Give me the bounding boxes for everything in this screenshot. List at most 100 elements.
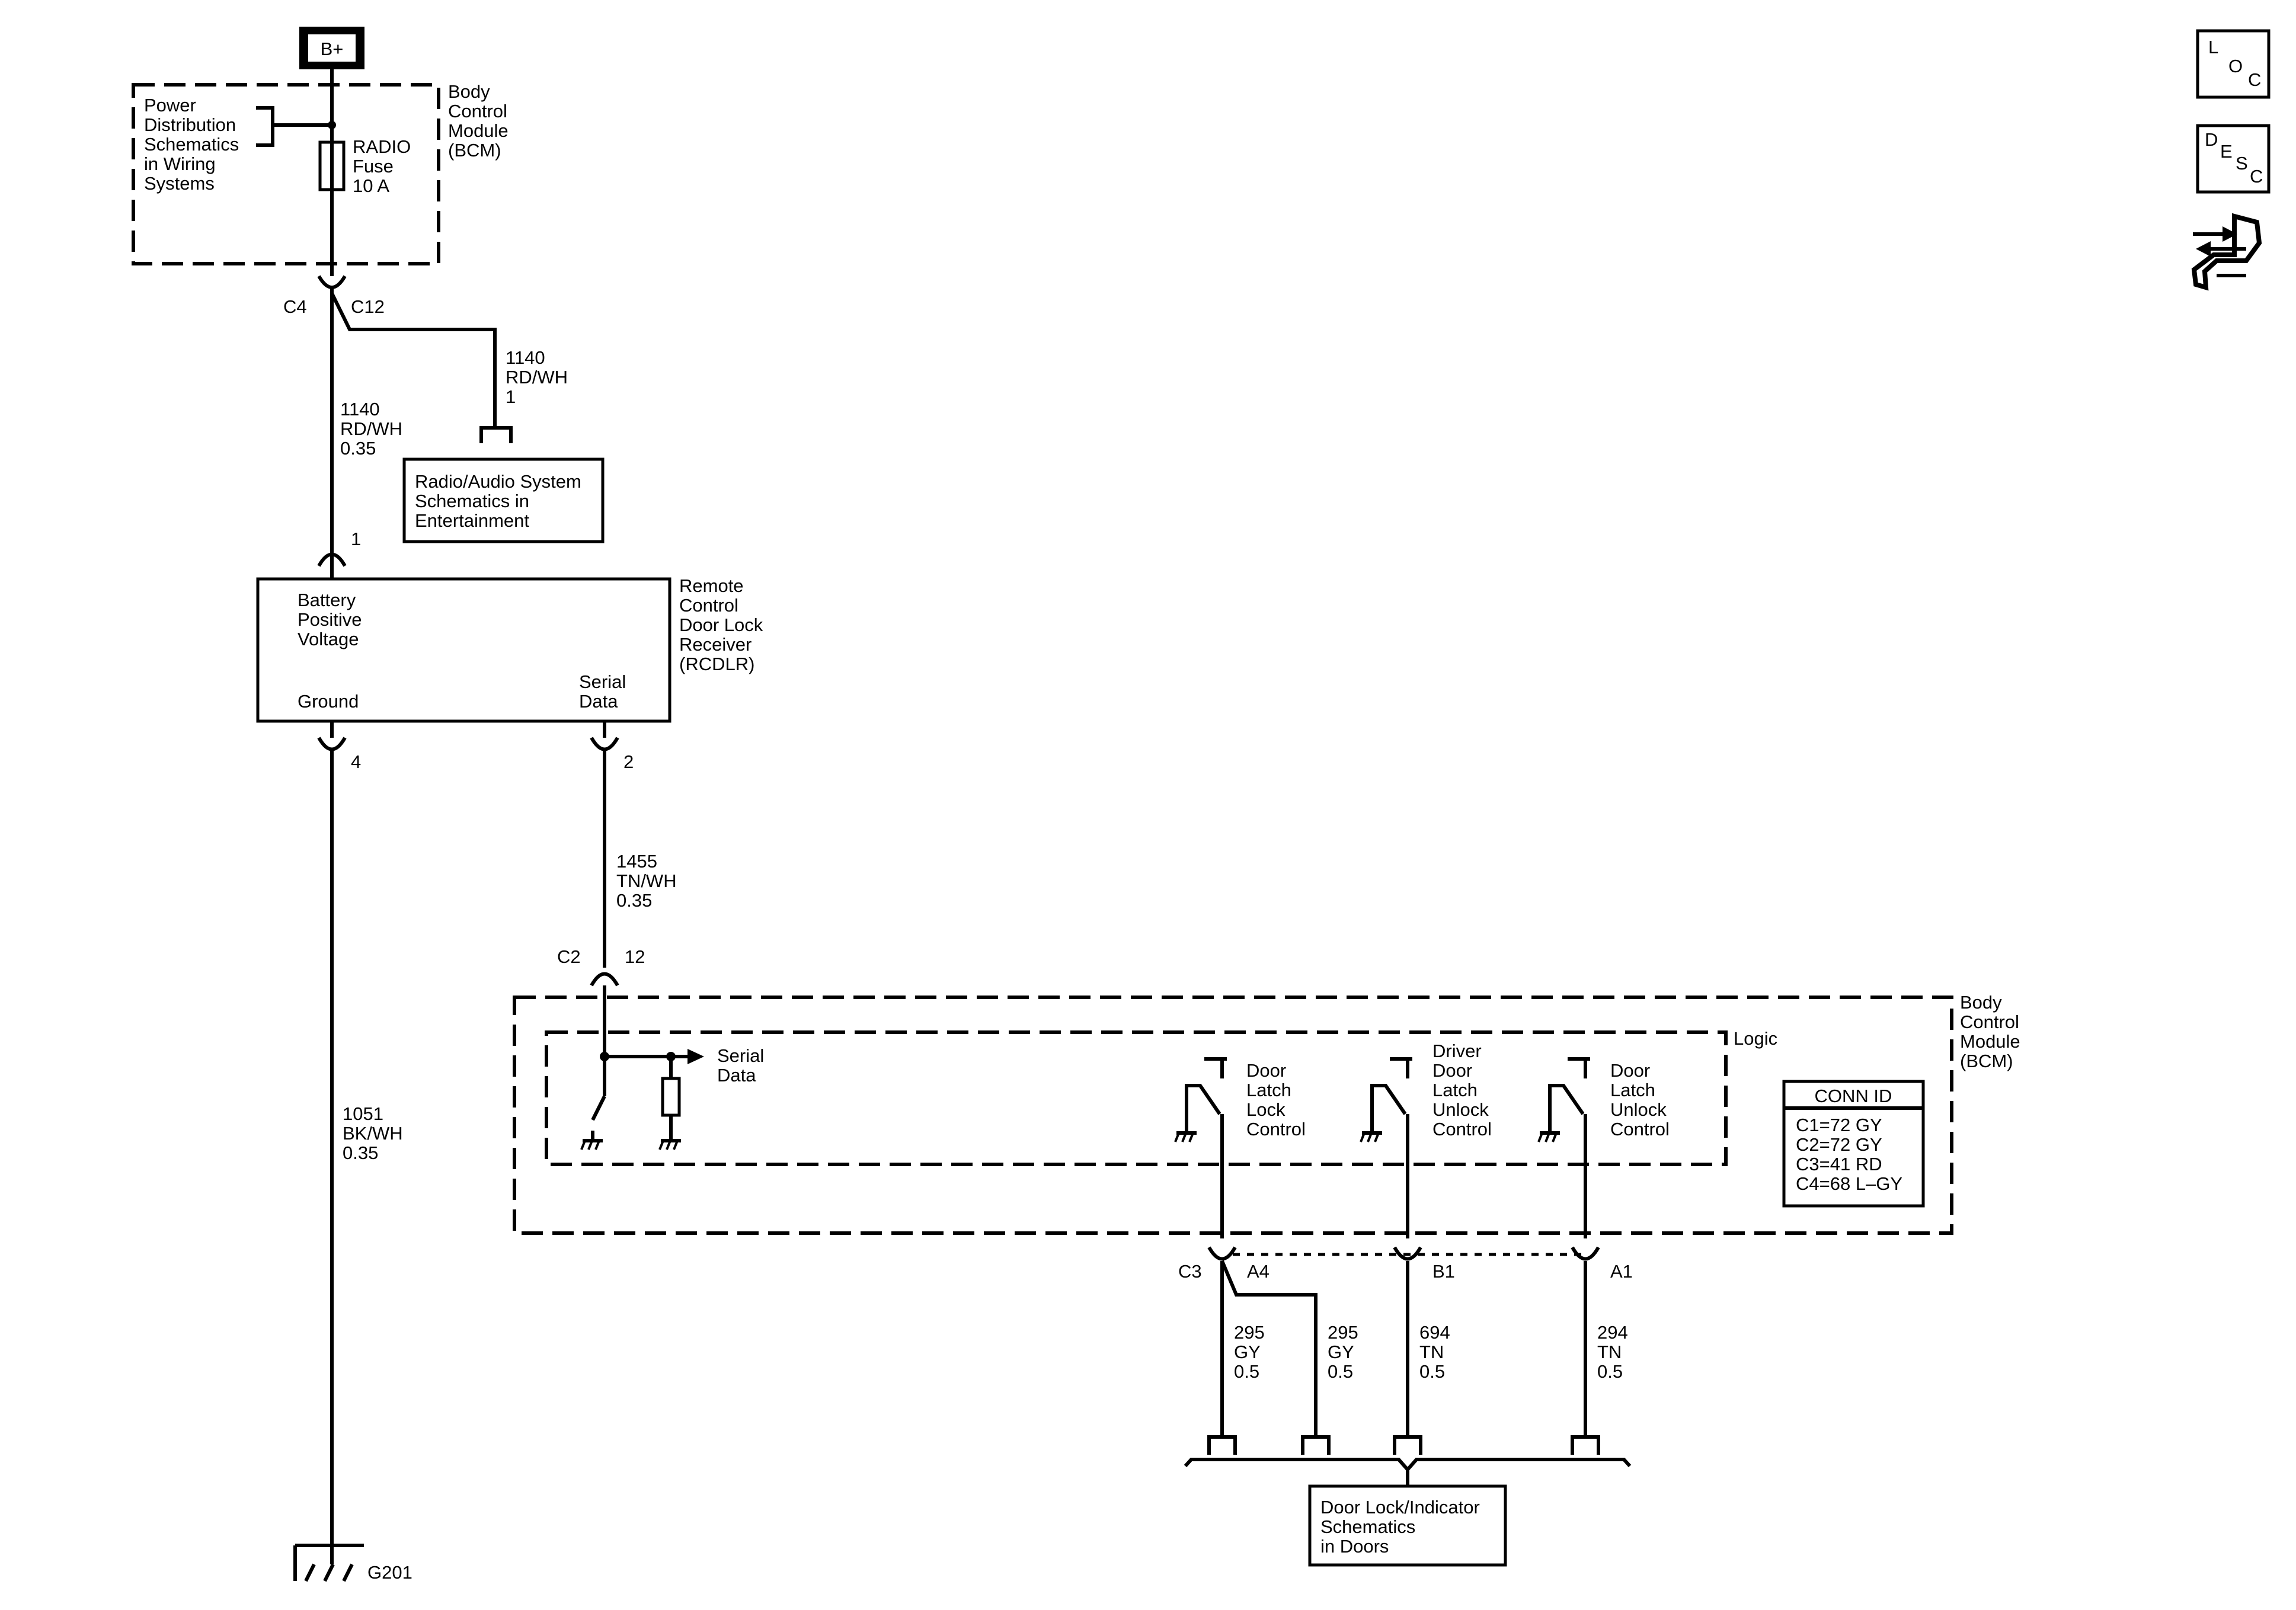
svg-text:G201: G201 [367,1562,412,1583]
svg-text:Control: Control [1960,1012,2019,1032]
svg-text:Latch: Latch [1432,1080,1478,1100]
svg-text:Latch: Latch [1246,1080,1291,1100]
svg-text:Data: Data [579,691,618,712]
svg-text:Voltage: Voltage [298,629,359,649]
svg-text:1140: 1140 [340,399,380,420]
svg-text:(BCM): (BCM) [1960,1051,2013,1071]
svg-text:Schematics in: Schematics in [415,491,529,511]
svg-text:Battery: Battery [298,590,356,610]
svg-text:0.35: 0.35 [343,1142,378,1163]
svg-text:B1: B1 [1432,1261,1455,1282]
svg-text:in Wiring: in Wiring [144,153,216,174]
radio-fuse: RADIO Fuse 10 A [318,136,411,196]
svg-text:O: O [2228,56,2243,76]
svg-text:C12: C12 [351,296,385,317]
svg-text:Schematics: Schematics [1320,1516,1415,1537]
svg-text:C2=72 GY: C2=72 GY [1796,1134,1882,1155]
svg-text:(RCDLR): (RCDLR) [679,654,754,674]
svg-text:Remote: Remote [679,575,744,596]
rcdlr-pin-1: 1 [317,529,361,579]
svg-text:1140: 1140 [506,347,545,368]
battery-supply-box: B+ [299,27,364,69]
svg-text:Schematics: Schematics [144,134,239,155]
rcdlr-ground-label: Ground [298,691,359,712]
svg-text:Body: Body [448,81,490,102]
location-icon[interactable]: L O C [2196,29,2271,99]
svg-text:GY: GY [1328,1342,1354,1362]
svg-text:1: 1 [506,386,516,407]
svg-text:10 A: 10 A [353,175,389,196]
bcm-top-name: Body Control Module (BCM) [448,81,509,161]
svg-text:C4: C4 [283,296,307,317]
rcdlr-pin-2: 2 [590,721,634,772]
svg-text:Control: Control [1432,1119,1492,1140]
wire-1455-label: 1455 TN/WH 0.35 [616,851,677,911]
svg-text:0.5: 0.5 [1419,1361,1445,1382]
svg-text:in Doors: in Doors [1320,1536,1389,1557]
svg-text:TN: TN [1419,1342,1444,1362]
bcm-bottom-name: Body Control Module (BCM) [1960,992,2020,1071]
svg-text:RADIO: RADIO [353,136,411,157]
description-icon[interactable]: D E S C [2196,124,2271,194]
svg-text:C1=72 GY: C1=72 GY [1796,1115,1882,1135]
svg-text:Control: Control [1610,1119,1670,1140]
wire-295-a-label: 295 GY 0.5 [1234,1322,1265,1382]
svg-text:C3: C3 [1178,1261,1202,1282]
svg-text:Serial: Serial [717,1045,764,1066]
svg-text:Door: Door [1246,1060,1286,1081]
service-tool-icon[interactable] [2191,213,2262,291]
svg-text:L: L [2208,37,2218,57]
driver-door-latch-unlock-control-switch: Driver Door Latch Unlock Control [1360,1041,1492,1238]
svg-text:TN/WH: TN/WH [616,870,677,891]
svg-text:C: C [2248,69,2261,90]
serial-data-input-circuit: Serial Data [580,985,764,1150]
svg-text:S: S [2236,153,2248,174]
connector-c3: C3 A4 B1 A1 [1178,1246,1633,1282]
rcdlr-box [256,577,671,723]
connector-c4-c12: C4 C12 [283,275,385,317]
svg-text:Serial: Serial [579,671,626,692]
rcdlr-pin-4: 4 [317,721,361,772]
svg-text:CONN ID: CONN ID [1815,1086,1892,1106]
door-latch-unlock-control-switch: Door Latch Unlock Control [1537,1057,1670,1238]
svg-text:Control: Control [448,101,507,121]
svg-text:12: 12 [625,946,645,967]
svg-text:C2: C2 [557,946,581,967]
output-wires [1207,1260,1600,1455]
door-latch-lock-control-switch: Door Latch Lock Control [1174,1057,1306,1238]
svg-text:1051: 1051 [343,1103,383,1124]
bcm-fuse-boundary [132,83,440,265]
connector-c2-12: C2 12 [557,946,645,987]
svg-text:Power: Power [144,95,196,116]
bcm-main-boundary [513,996,1953,1235]
svg-text:Lock: Lock [1246,1099,1285,1120]
svg-text:C4=68 L–GY: C4=68 L–GY [1796,1173,1902,1194]
svg-text:Door Lock: Door Lock [679,614,763,635]
svg-text:Entertainment: Entertainment [415,510,529,531]
svg-text:RD/WH: RD/WH [340,418,402,439]
battery-supply-label: B+ [321,39,344,59]
svg-text:2: 2 [623,751,634,772]
svg-text:BK/WH: BK/WH [343,1123,403,1144]
svg-text:4: 4 [351,751,361,772]
svg-text:Unlock: Unlock [1610,1099,1667,1120]
svg-text:A1: A1 [1610,1261,1633,1282]
svg-text:Door Lock/Indicator: Door Lock/Indicator [1320,1497,1480,1518]
svg-text:694: 694 [1419,1322,1450,1343]
svg-text:Latch: Latch [1610,1080,1655,1100]
wire-295-b-label: 295 GY 0.5 [1328,1322,1358,1382]
bcm-logic-boundary [545,1030,1728,1166]
svg-text:Module: Module [448,120,509,141]
svg-text:(BCM): (BCM) [448,140,501,161]
svg-text:0.5: 0.5 [1597,1361,1623,1382]
svg-text:Systems: Systems [144,173,215,194]
svg-text:C3=41 RD: C3=41 RD [1796,1154,1882,1174]
svg-text:Control: Control [679,595,738,616]
svg-text:0.35: 0.35 [340,438,376,459]
svg-text:295: 295 [1328,1322,1358,1343]
wire-1140-label: 1140 RD/WH 0.35 [340,399,402,459]
svg-text:GY: GY [1234,1342,1261,1362]
svg-text:Distribution: Distribution [144,114,236,135]
svg-text:Door: Door [1610,1060,1650,1081]
